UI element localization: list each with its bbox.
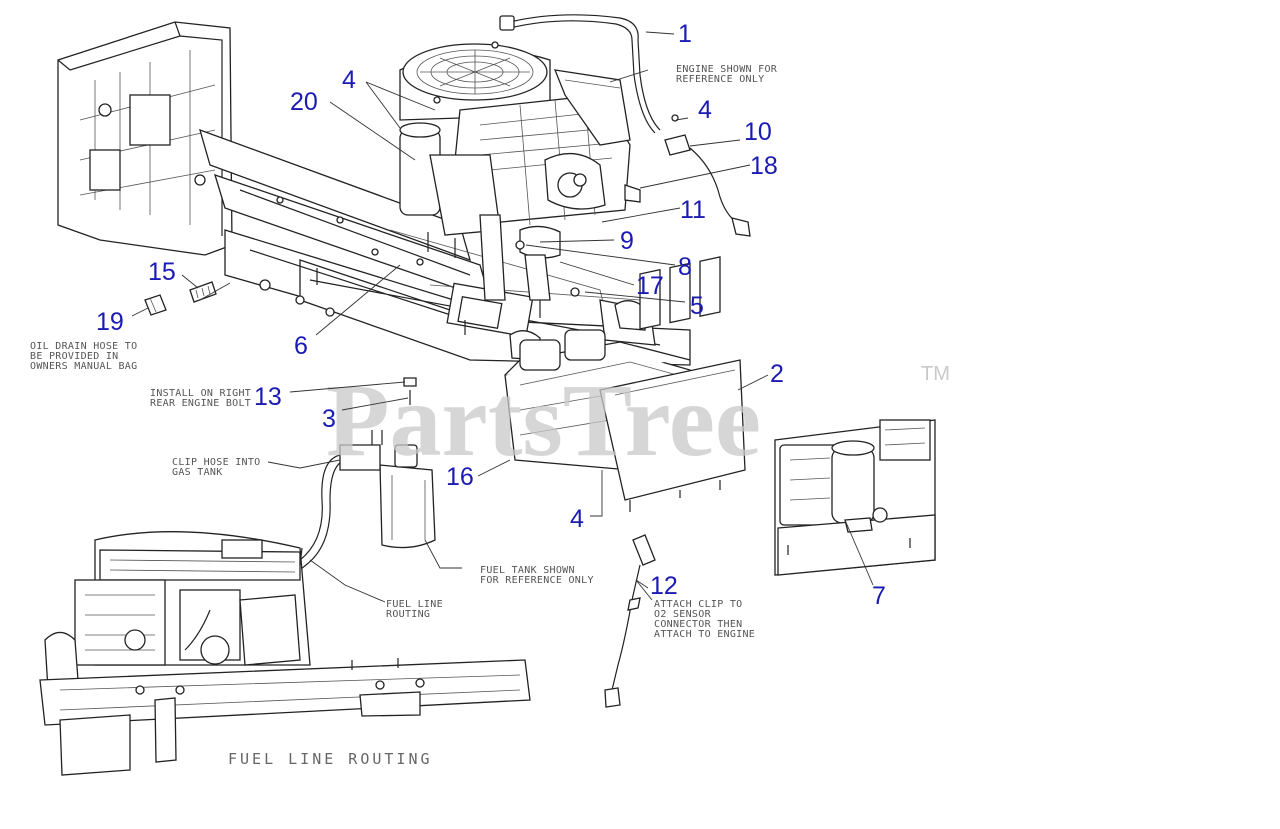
callout-16: 16 [446,463,474,491]
fuel-line-routing-inset [39,531,531,776]
oil-drain-note: OIL DRAIN HOSE TO BE PROVIDED IN OWNERS … [30,341,137,372]
svg-text:ATTACH TO ENGINE: ATTACH TO ENGINE [654,629,755,640]
install-bolt-note: INSTALL ON RIGHT REAR ENGINE BOLT [150,388,251,409]
svg-text:CONNECTOR THEN: CONNECTOR THEN [654,619,743,630]
watermark-text: PartsTree [326,363,761,478]
leader-lines [131,31,874,603]
callout-5: 5 [690,292,704,320]
callout-12: 12 [650,572,678,600]
engine-assembly [399,41,679,301]
svg-text:ENGINE SHOWN FOR: ENGINE SHOWN FOR [676,64,778,75]
callout-17: 17 [636,272,664,300]
svg-text:OWNERS MANUAL BAG: OWNERS MANUAL BAG [30,361,137,372]
callout-11: 11 [680,196,706,224]
svg-text:O2 SENSOR: O2 SENSOR [654,609,712,620]
o2-sensor [604,534,656,708]
attach-clip-note: ATTACH CLIP TO O2 SENSOR CONNECTOR THEN … [654,599,755,640]
callout-1: 1 [678,20,692,48]
fuel-hose [499,14,751,237]
callout-18: 18 [750,152,778,180]
callout-19: 19 [96,308,124,336]
svg-text:ROUTING: ROUTING [386,609,430,620]
fuel-line-routing-caption: FUEL LINE ROUTING [228,750,433,768]
engine-reference-note: ENGINE SHOWN FOR REFERENCE ONLY [676,64,778,85]
watermark-trademark: TM [921,363,950,385]
svg-text:REAR ENGINE BOLT: REAR ENGINE BOLT [150,398,251,409]
callout-3: 3 [322,405,336,433]
svg-text:REFERENCE ONLY: REFERENCE ONLY [676,74,765,85]
callout-20: 20 [290,88,318,116]
callout-labels: 1 4 20 4 10 18 11 9 8 17 15 5 19 6 2 13 … [96,20,886,610]
callout-9: 9 [620,227,634,255]
fuel-tank-note: FUEL TANK SHOWN FOR REFERENCE ONLY [480,565,594,586]
clip-hose-note: CLIP HOSE INTO GAS TANK [172,457,261,478]
callout-4-clamp: 4 [698,96,712,124]
callout-7: 7 [872,582,886,610]
starter-inset [774,419,936,576]
callout-4-starter: 4 [342,66,356,94]
callout-2: 2 [770,360,784,388]
oil-drain-parts [144,281,217,316]
svg-text:OIL DRAIN HOSE TO: OIL DRAIN HOSE TO [30,341,137,352]
svg-text:CLIP HOSE INTO: CLIP HOSE INTO [172,457,261,468]
svg-text:ATTACH CLIP TO: ATTACH CLIP TO [654,599,743,610]
svg-text:INSTALL ON RIGHT: INSTALL ON RIGHT [150,388,251,399]
svg-text:FUEL TANK SHOWN: FUEL TANK SHOWN [480,565,575,576]
svg-text:GAS TANK: GAS TANK [172,467,223,478]
callout-8: 8 [678,253,692,281]
svg-text:FOR REFERENCE ONLY: FOR REFERENCE ONLY [480,575,594,586]
callout-4-shield: 4 [570,505,584,533]
callout-6: 6 [294,332,308,360]
callout-13: 13 [254,383,282,411]
fuel-line-note: FUEL LINE ROUTING [386,599,443,620]
callout-10: 10 [744,118,772,146]
svg-text:FUEL LINE: FUEL LINE [386,599,443,610]
callout-15: 15 [148,258,176,286]
chassis-frame [57,21,691,366]
muffler-assembly [403,256,746,512]
svg-text:BE PROVIDED IN: BE PROVIDED IN [30,351,119,362]
